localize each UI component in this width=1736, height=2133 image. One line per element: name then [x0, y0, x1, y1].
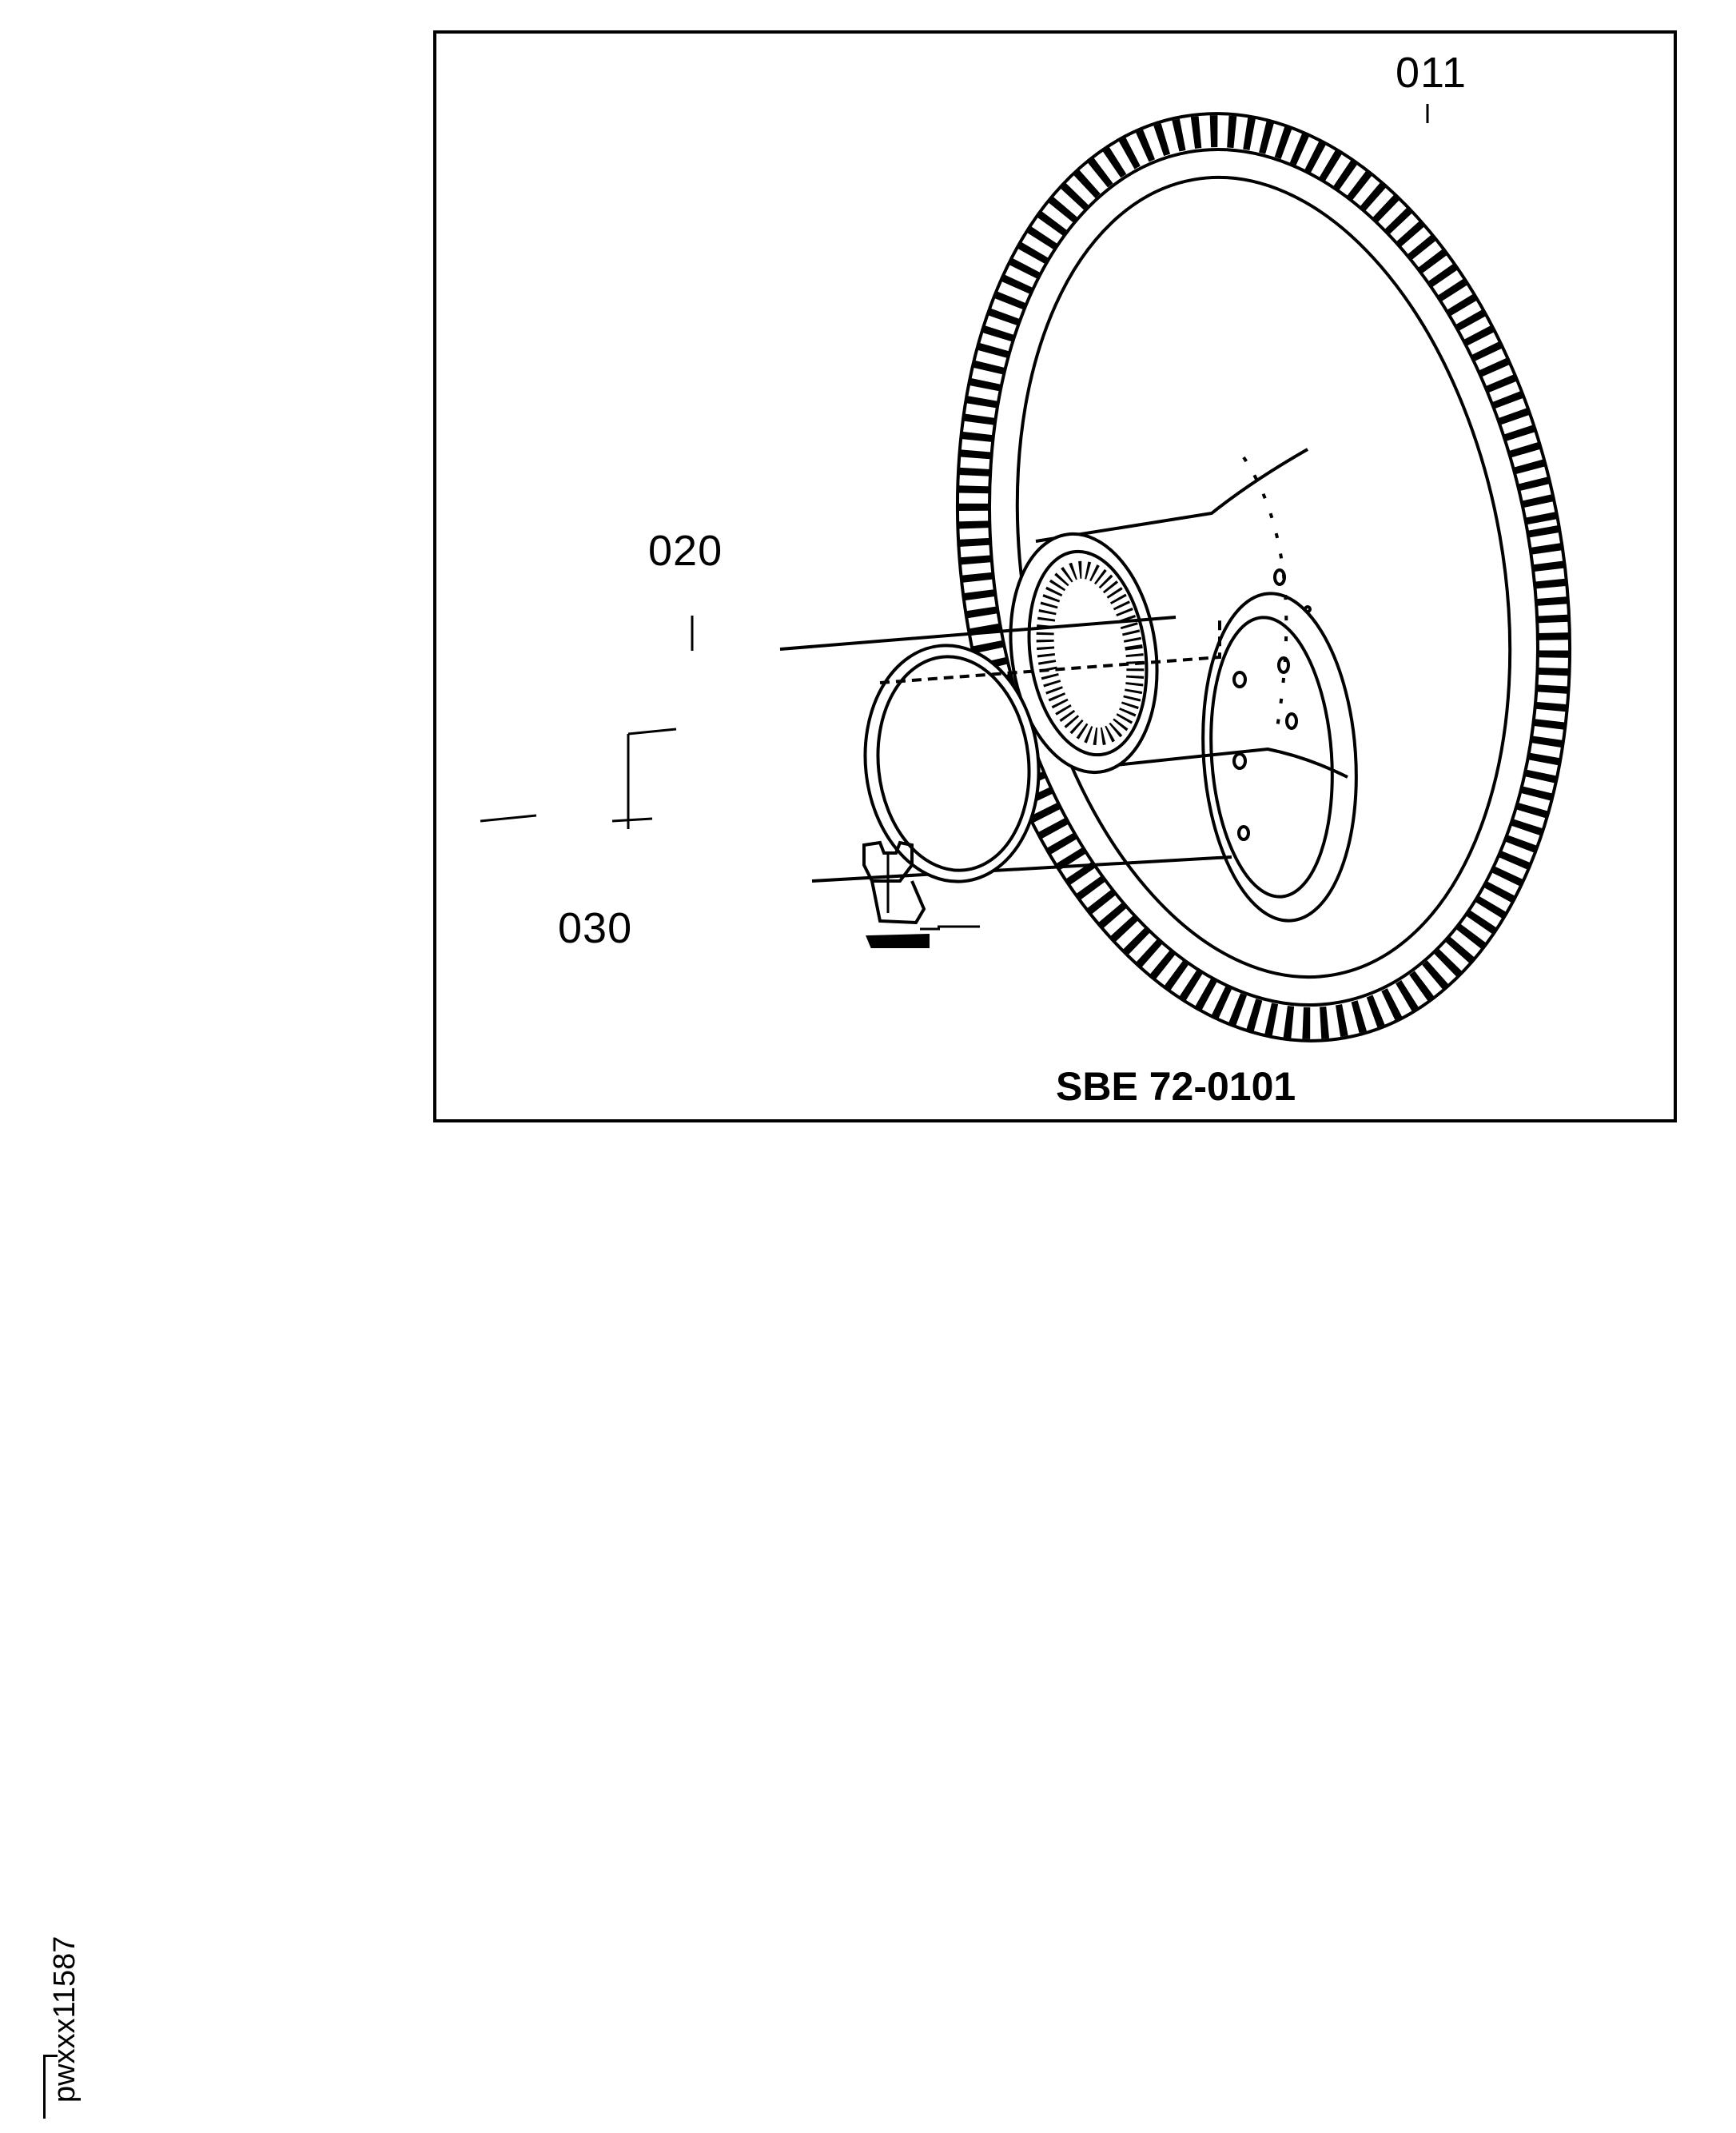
- drawing-id: pwxxx11587: [48, 1936, 82, 2103]
- leader-lines: [480, 104, 1429, 931]
- exploded-parts-drawing: [480, 104, 1572, 1043]
- callout-030: 030: [558, 904, 633, 952]
- ring-gear: [955, 112, 1572, 1043]
- callout-011: 011: [1396, 49, 1467, 97]
- drawing-id-bracket: [43, 2055, 46, 2119]
- reference-code: SBE 72-0101: [1056, 1064, 1296, 1109]
- drawing-id-bracket-top: [43, 2055, 58, 2057]
- gear-hub: [1009, 448, 1348, 779]
- drawing-id-label: pwxxx11587: [40, 1863, 96, 2103]
- parts-diagram-frame: 011 020 030 SBE 72-0101: [433, 30, 1677, 1122]
- clip: [862, 840, 930, 948]
- callout-020: 020: [648, 527, 723, 575]
- sleeve: [779, 592, 1358, 923]
